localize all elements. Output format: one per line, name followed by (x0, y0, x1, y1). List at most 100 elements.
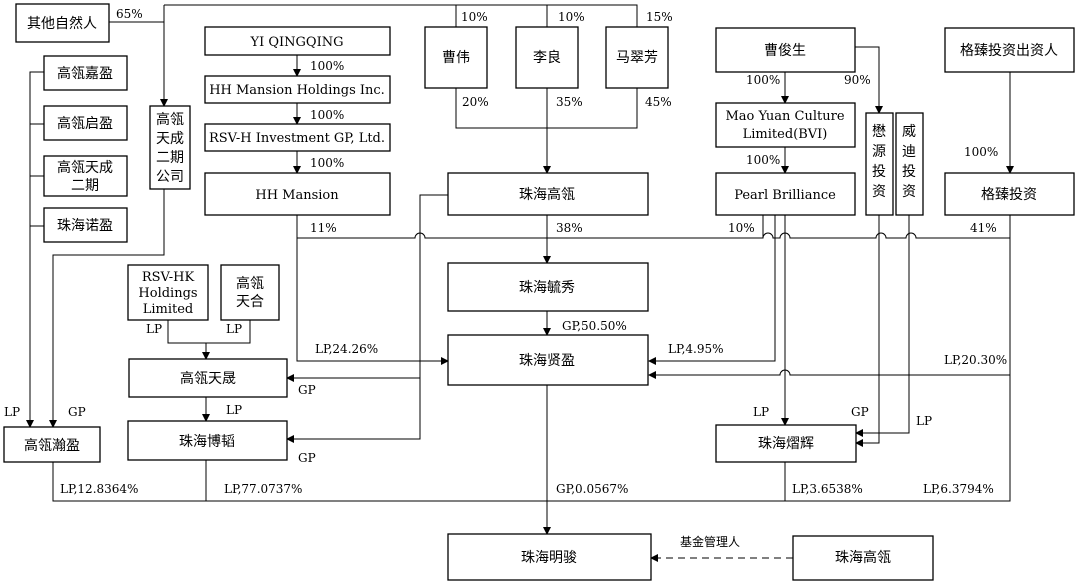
label-zhxy: 珠海贤盈 (519, 353, 575, 369)
label-zhgx-manager: 珠海高瓴 (835, 549, 891, 566)
label-caojunsheng: 曹俊生 (764, 43, 806, 59)
label-zhbt: 珠海博韬 (179, 433, 235, 450)
edge-labels: 65% 10% 10% 15% 20% 35% 45% 100% 100% 10… (4, 7, 1007, 549)
label-zhgx: 珠海高瓴 (519, 186, 575, 203)
box-gxts (128, 358, 288, 398)
box-gxjy (43, 55, 128, 91)
label-wd-3: 投 (902, 164, 916, 180)
pct-macuifang-45: 45% (645, 95, 672, 109)
box-hh-holdings (204, 75, 391, 104)
edge-38-bar (296, 215, 1011, 239)
pct-liliang-10: 10% (558, 10, 585, 24)
role-zhyx-gp: GP,50.50% (562, 319, 627, 333)
label-gxhy: 高瓴瀚盈 (24, 437, 80, 454)
box-caojunsheng (715, 27, 856, 73)
pct-cjs-90: 90% (844, 73, 871, 87)
label-company-2: 天成 (156, 131, 184, 147)
pct-cjs-100: 100% (746, 73, 780, 87)
role-pearl-lp: LP,4.95% (668, 342, 724, 356)
edge-rsvhk-tiansheng (167, 320, 251, 344)
label-company-4: 公司 (156, 169, 184, 185)
label-zhyh: 珠海熠辉 (758, 436, 814, 452)
box-yiqingqing (204, 26, 391, 56)
label-caowei: 曹伟 (442, 50, 470, 66)
box-hh-mansion (204, 172, 391, 216)
edge-hh-xianying (296, 238, 449, 365)
role-zhbt-gp: GP (298, 451, 316, 465)
box-gxth (220, 264, 280, 321)
share-zhyh: LP,3.6538% (792, 482, 863, 496)
edge-maoyuaninvest-yihui (855, 215, 880, 447)
box-gezhen-holders (944, 27, 1075, 73)
pct-hh-11: 11% (310, 221, 337, 235)
pct-gezhen-41: 41% (970, 221, 997, 235)
edge-cjs-maoyuaninvest (855, 46, 883, 114)
label-gxth-2: 天合 (236, 294, 264, 310)
box-zhmj (447, 533, 652, 581)
label-rsvhk-2: Holdings (138, 286, 197, 301)
pct-caowei-10: 10% (461, 10, 488, 24)
edge-gezhen-xianying (648, 238, 1011, 379)
role-zhyh-lp: LP (753, 405, 769, 419)
pct-caowei-20: 20% (462, 95, 489, 109)
role-zhyh-gp: GP (851, 405, 869, 419)
label-company-3: 二期 (156, 150, 184, 166)
label-gxqy: 高瓴启盈 (57, 115, 113, 132)
box-other-persons (15, 3, 110, 43)
box-zhyx (447, 262, 649, 312)
edge-bottom-bar (52, 375, 1011, 502)
role-weidi-lp: LP (916, 414, 932, 428)
role-gxts-lp: LP (226, 403, 242, 417)
label-gxts: 高瓴天晟 (180, 370, 236, 387)
box-zhgx (447, 172, 649, 216)
label-maoyuan-2: Limited(BVI) (743, 127, 828, 142)
label-liliang: 李良 (533, 50, 561, 66)
pct-liliang-35: 35% (556, 95, 583, 109)
box-pearl (715, 172, 856, 216)
connector-lines (26, 4, 1014, 562)
pct-macuifang-15: 15% (646, 10, 673, 24)
label-hh-mansion: HH Mansion (255, 188, 339, 203)
label-pearl: Pearl Brilliance (734, 188, 836, 203)
pct-zhgx-38: 38% (556, 221, 583, 235)
label-hh-holdings: HH Mansion Holdings Inc. (209, 83, 385, 98)
fund-manager-label: 基金管理人 (680, 534, 740, 549)
label-gezhen: 格臻投资 (981, 187, 1037, 203)
role-gxts-gp: GP (298, 383, 316, 397)
box-rsv-h (204, 123, 391, 152)
role-hh-lp: LP,24.26% (315, 342, 378, 356)
label-rsvhk-1: RSV-HK (142, 270, 195, 285)
label-wd-1: 威 (902, 124, 916, 140)
edge-weidi-yihui (855, 215, 910, 437)
label-mi-3: 投 (872, 164, 886, 180)
box-liliang (515, 26, 579, 89)
label-gxjy: 高瓴嘉盈 (57, 65, 113, 82)
pct-other-65: 65% (116, 7, 143, 21)
box-gezhen (944, 172, 1075, 216)
label-gxtc2-2: 二期 (71, 178, 99, 194)
label-zhmj: 珠海明骏 (521, 550, 577, 566)
box-gxtc2 (43, 155, 128, 197)
box-gxhy (3, 426, 101, 463)
label-other-persons: 其他自然人 (27, 15, 97, 32)
box-gxqy (43, 105, 128, 141)
label-yiqingqing: YI QINGQING (250, 35, 344, 50)
box-maoyuan-invest (865, 112, 894, 216)
share-gxhy: LP,12.8364% (60, 482, 138, 496)
pct-gezhen-100: 100% (964, 145, 998, 159)
entity-boxes: 其他自然人 高瓴嘉盈 高瓴启盈 高瓴天成 二期 珠海诺盈 高瓴 天成 二期 公司… (3, 3, 1075, 581)
edge-company-to-hanying (49, 189, 165, 428)
label-gxtc2-1: 高瓴天成 (57, 159, 113, 176)
role-gxhy-gp: GP (68, 405, 86, 419)
label-gxth-1: 高瓴 (236, 275, 264, 292)
share-zhxy: GP,0.0567% (556, 482, 628, 496)
box-zhxy (447, 334, 649, 386)
role-gxth-lp: LP (226, 322, 242, 336)
box-zhgx-manager (792, 535, 934, 581)
pct-pearl-10: 10% (728, 221, 755, 235)
box-zhny (43, 207, 128, 243)
label-rsvhk-3: Limited (143, 302, 194, 317)
label-mi-1: 懋 (872, 123, 886, 140)
label-macuifang: 马翠芳 (616, 49, 658, 66)
label-rsv-h: RSV-H Investment GP, Ltd. (209, 131, 385, 146)
